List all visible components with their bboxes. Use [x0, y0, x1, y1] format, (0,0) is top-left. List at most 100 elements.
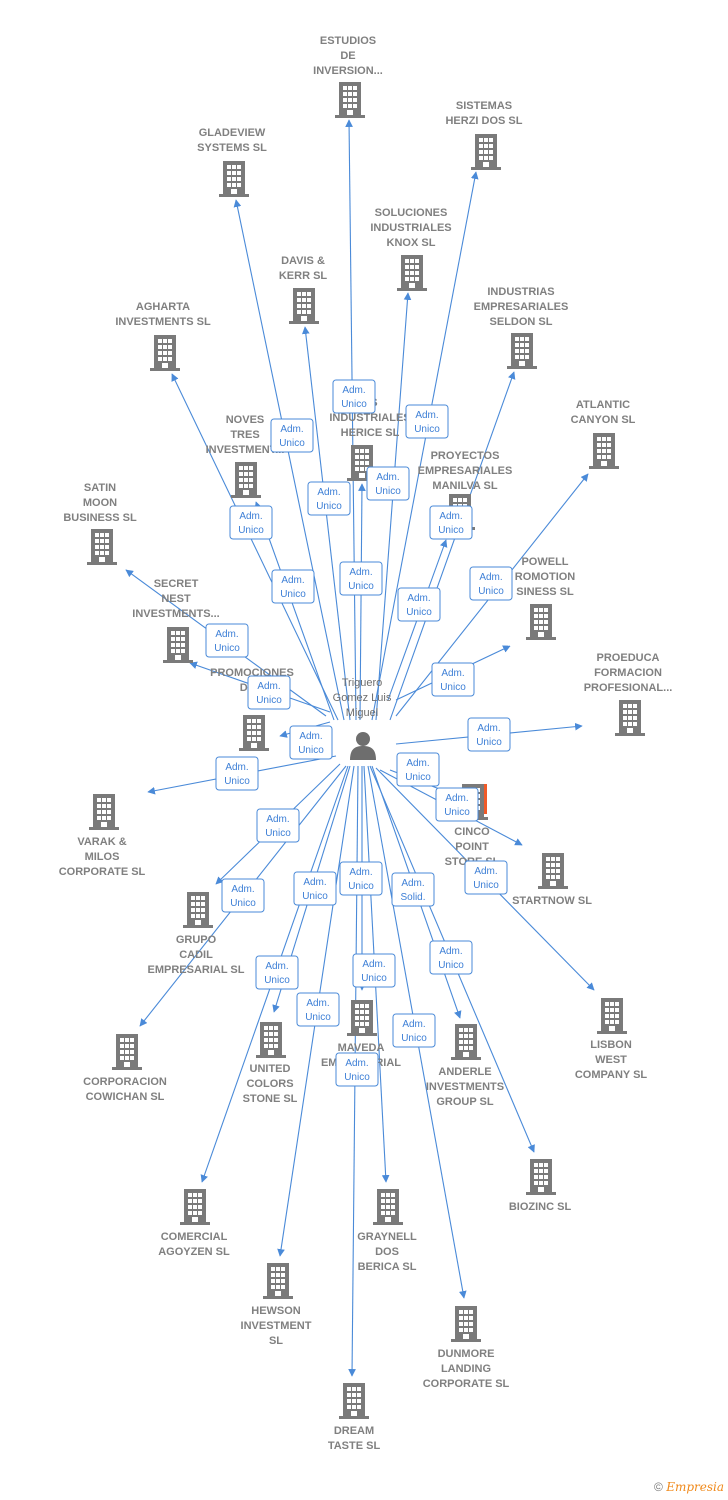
role-badge-satin[interactable]: Adm.Unico — [205, 623, 249, 658]
role-badge-sistemas[interactable]: Adm.Unico — [405, 404, 449, 439]
role-badge-cadil[interactable]: Adm.Unico — [256, 808, 300, 843]
role-badge-noves[interactable]: Adm.Unico — [271, 569, 315, 604]
role-badge-proyectos[interactable]: Adm.Unico — [397, 587, 441, 622]
company-name-line: INVESTMENT — [241, 1320, 312, 1332]
company-name-line: BIOZINC SL — [509, 1201, 572, 1213]
role-badge-text: Adm. — [342, 385, 365, 396]
role-badge-dream[interactable]: Adm.Unico — [335, 1052, 379, 1087]
role-badge-anderle[interactable]: Adm.Solid. — [391, 872, 435, 907]
company-name-line: INDUSTRIAS — [487, 286, 554, 298]
role-badge-gladeview[interactable]: Adm.Unico — [270, 418, 314, 453]
company-name-line: KNOX SL — [387, 237, 436, 249]
company-node-estudios[interactable]: ESTUDIOSDEINVERSION... — [313, 35, 383, 118]
company-name-line: LISBON — [590, 1039, 632, 1051]
company-name-line: GROUP SL — [436, 1096, 494, 1108]
role-badge-text: Unico — [414, 424, 440, 435]
role-badge-lisbon[interactable]: Adm. Unico — [464, 860, 508, 895]
role-badge-powell[interactable]: Adm.Unico — [431, 662, 475, 697]
role-badge-text: Unico — [256, 695, 282, 706]
role-badge-text: Adm. — [406, 758, 429, 769]
role-badge-biozinc[interactable]: Adm.Unico — [429, 940, 473, 975]
role-badge-text: Unico — [341, 399, 367, 410]
role-badge-text: Adm. — [280, 424, 303, 435]
company-name-line: PROYECTOS — [431, 450, 500, 462]
company-name-line: MILOS — [85, 851, 120, 863]
role-badge-text: Unico — [230, 898, 256, 909]
role-badge-text: Unico — [438, 525, 464, 536]
role-badge-hewson[interactable]: Adm.Unico — [296, 992, 340, 1027]
role-badge-maveda[interactable]: Adm.Unico — [339, 861, 383, 896]
company-name-line: CORPORACION — [83, 1076, 167, 1088]
role-badge-text: Unico — [473, 880, 499, 891]
company-node-biozinc[interactable]: BIOZINC SL — [509, 1159, 572, 1213]
company-name-line: POINT — [455, 841, 489, 853]
role-badge-text: Adm. — [306, 998, 329, 1009]
role-badge-promociones[interactable]: Adm.Unico — [289, 725, 333, 760]
edge-sistemas — [371, 171, 479, 721]
role-badge-industrias[interactable]: Adm.Unico — [429, 505, 473, 540]
company-name-line: NOVES — [226, 414, 265, 426]
role-badge-varak[interactable]: Adm.Unico — [215, 756, 259, 791]
company-name-line: COMERCIAL — [161, 1231, 228, 1243]
role-badge-soluciones[interactable]: Adm.Unico — [366, 466, 410, 501]
role-badge-text: Unico — [361, 973, 387, 984]
role-badge-davis[interactable]: Adm.Unico — [307, 481, 351, 516]
role-badge-text: Adm. — [317, 487, 340, 498]
company-node-secret[interactable]: SECRETNESTINVESTMENTS... — [132, 578, 220, 663]
role-badge-graynell[interactable]: Adm.Unico — [352, 953, 396, 988]
role-badge-atlantic[interactable]: Adm.Unico — [469, 566, 513, 601]
role-badge-text: Adm. — [474, 866, 497, 877]
person-node[interactable]: Triguero Gomez Luis Miguel — [333, 677, 392, 760]
role-badge-text: Adm. — [376, 472, 399, 483]
company-name-line: TASTE SL — [328, 1440, 381, 1452]
role-badge-text: Unico — [406, 607, 432, 618]
company-node-noves[interactable]: NOVESTRESINVESTMENT... — [206, 414, 285, 498]
role-badge-estudios[interactable]: Adm. Unico — [332, 379, 376, 414]
building-icon — [231, 462, 261, 498]
company-name-line: INVESTMENT... — [206, 444, 285, 456]
role-badge-united[interactable]: Adm.Unico — [293, 871, 337, 906]
company-node-proeduca[interactable]: PROEDUCAFORMACIONPROFESIONAL... — [584, 652, 673, 736]
edge-industrias — [389, 371, 516, 721]
company-node-startnow[interactable]: STARTNOW SL — [512, 853, 592, 907]
role-badge-agharta[interactable]: Adm.Unico — [229, 505, 273, 540]
building-icon — [471, 134, 501, 170]
edge-davis — [301, 326, 351, 721]
company-name-line: CINCO — [454, 826, 490, 838]
role-badge-secret[interactable]: Adm.Unico — [247, 675, 291, 710]
building-icon — [150, 335, 180, 371]
role-badge-text: Adm. — [439, 946, 462, 957]
role-badge-cinco[interactable]: Adm.Unico — [396, 752, 440, 787]
role-badge-proeduca[interactable]: Adm.Unico — [467, 717, 511, 752]
company-name-line: FORMACION — [594, 667, 662, 679]
role-badge-herice[interactable]: Adm.Unico — [339, 561, 383, 596]
role-badge-cowichan[interactable]: Adm.Unico — [221, 878, 265, 913]
role-badge-agoyzen[interactable]: Adm.Unico — [255, 955, 299, 990]
building-icon — [347, 1000, 377, 1036]
role-badge-startnow[interactable]: Adm.Unico — [435, 787, 479, 822]
building-icon — [89, 794, 119, 830]
role-badge-dunmore[interactable]: Adm.Unico — [392, 1013, 436, 1048]
company-node-davis[interactable]: DAVIS &KERR SL — [279, 255, 328, 324]
company-name-line: ROMOTION — [515, 571, 576, 583]
